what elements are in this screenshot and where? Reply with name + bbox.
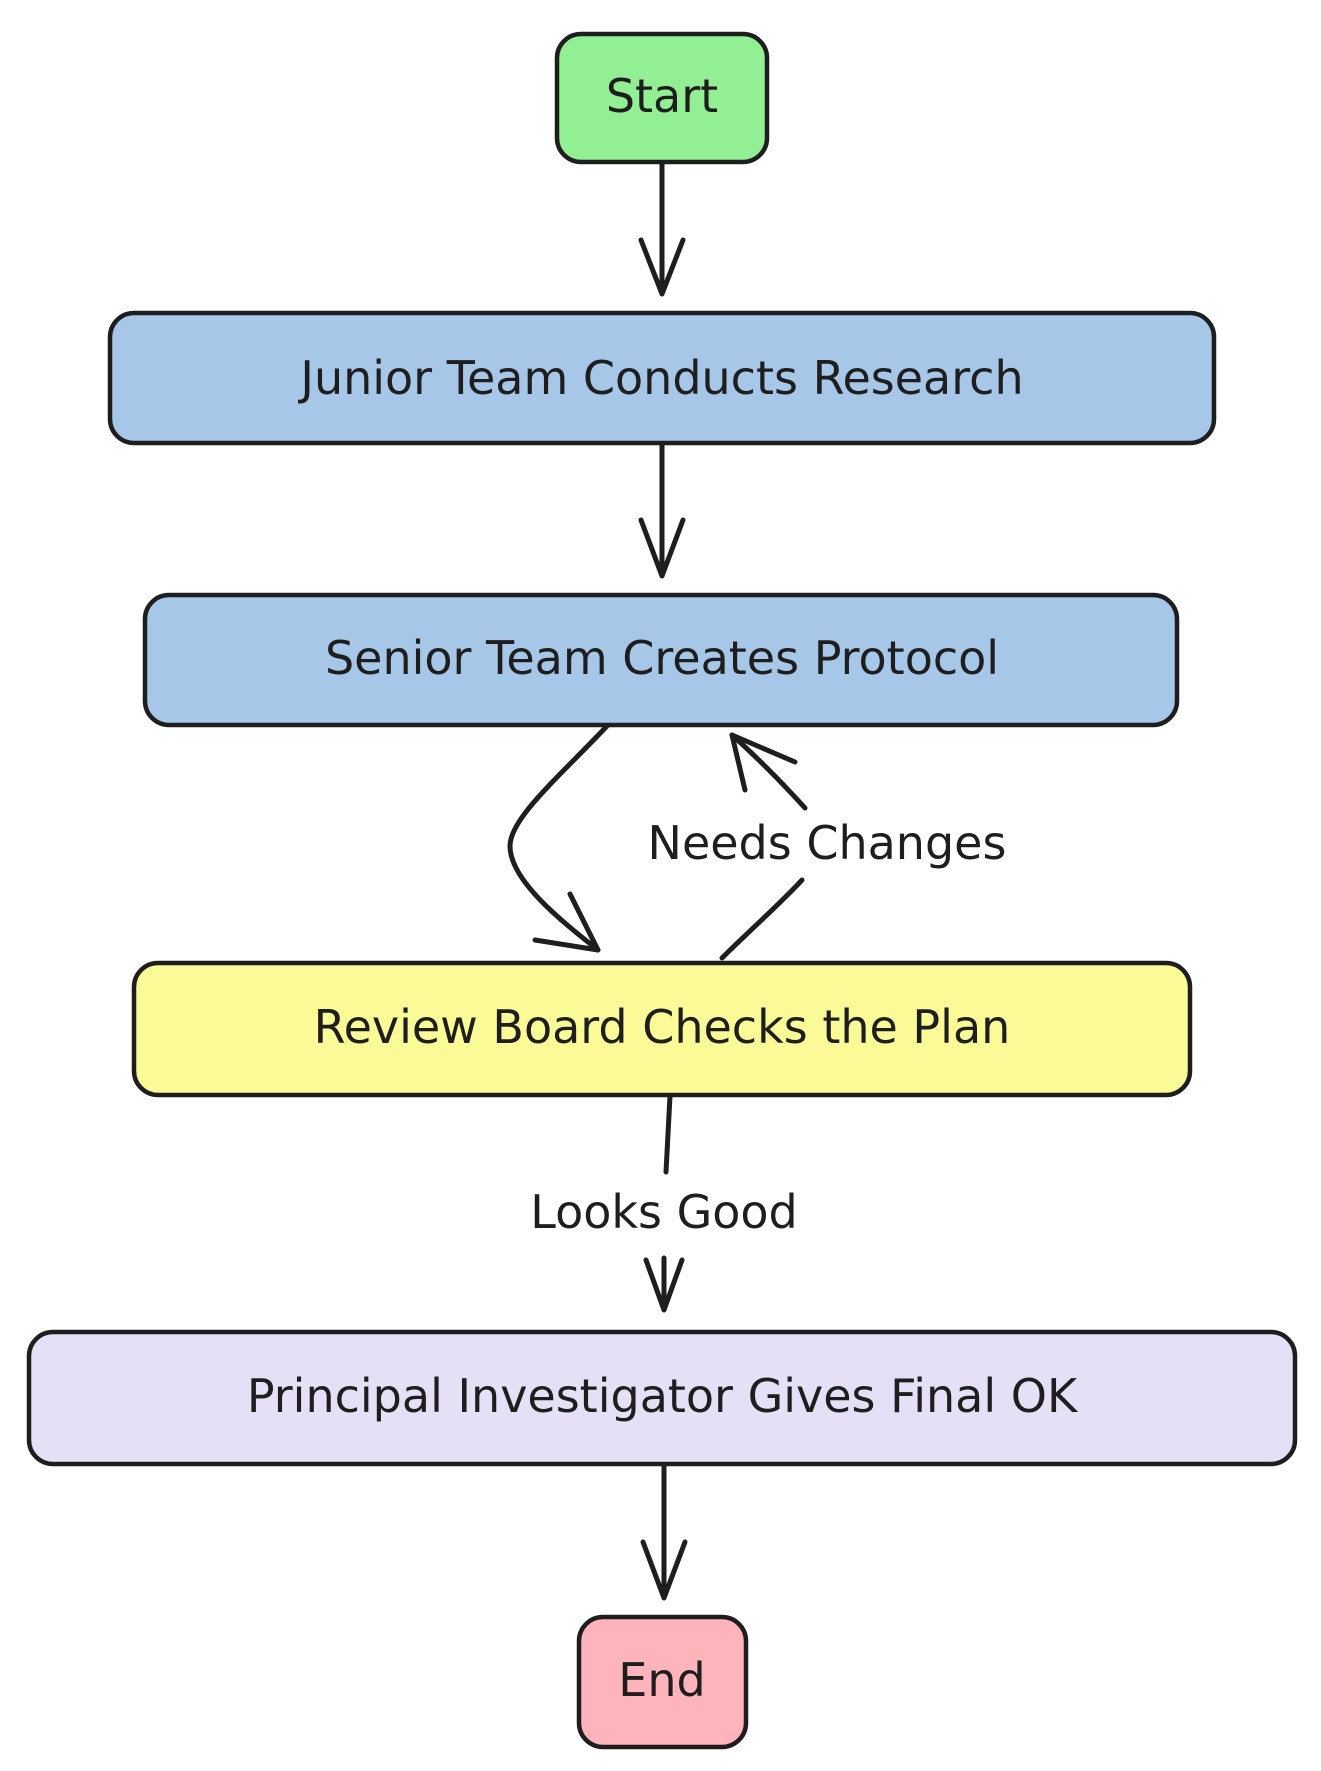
edge-review-to-senior — [719, 732, 808, 961]
node-review: Review Board Checks the Plan — [131, 960, 1193, 1098]
node-pi-box — [26, 1329, 1298, 1467]
node-senior: Senior Team Creates Protocol — [142, 592, 1180, 728]
edge-review-to-pi — [643, 1093, 685, 1313]
node-senior-box — [142, 592, 1180, 728]
node-start: Start — [554, 31, 770, 165]
node-pi: Principal Investigator Gives Final OK — [26, 1329, 1298, 1467]
node-review-box — [131, 960, 1193, 1098]
node-start-box — [554, 31, 770, 165]
node-senior-label: Senior Team Creates Protocol — [325, 631, 999, 685]
node-review-label: Review Board Checks the Plan — [314, 1000, 1011, 1054]
looks-good-label: Looks Good — [530, 1185, 797, 1239]
node-start-label: Start — [606, 69, 718, 123]
edge-junior-to-senior — [638, 442, 686, 579]
edge-label-needs-changes: Needs Changes — [639, 812, 1015, 874]
node-pi-label: Principal Investigator Gives Final OK — [247, 1369, 1079, 1423]
node-junior: Junior Team Conducts Research — [107, 310, 1217, 446]
edge-pi-to-end — [640, 1462, 688, 1601]
node-end: End — [576, 1614, 749, 1750]
edge-label-background — [522, 1181, 806, 1243]
edge-label-looks-good: Looks Good — [522, 1181, 806, 1243]
node-junior-box — [107, 310, 1217, 446]
node-junior-label: Junior Team Conducts Research — [297, 351, 1023, 405]
edge-senior-to-review — [507, 723, 610, 953]
edge-start-to-junior — [638, 161, 686, 297]
edge-label-background — [639, 812, 1015, 874]
needs-changes-label: Needs Changes — [648, 816, 1007, 870]
node-end-box — [576, 1614, 749, 1750]
node-end-label: End — [618, 1653, 705, 1707]
